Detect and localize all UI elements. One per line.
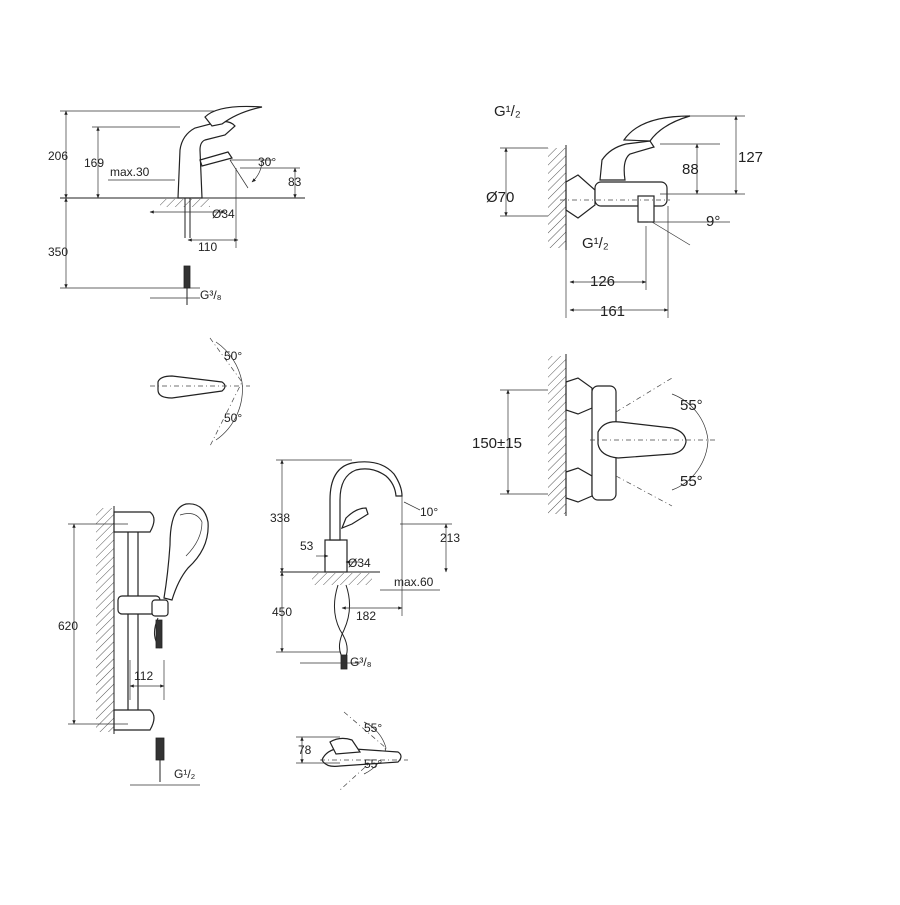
dim-angle-9: 9° — [706, 213, 720, 230]
lever-angle-50-bottom: 50° — [224, 411, 242, 425]
dim-max30: max.30 — [110, 165, 150, 179]
bath-lever-angle-55-bottom: 55° — [680, 473, 703, 490]
shower-connection-g12: G¹/₂ — [174, 767, 196, 781]
sink-lever-top-view: 78 55° 55° — [296, 711, 408, 791]
dim-angle-30: 30° — [258, 155, 276, 169]
sink-lever-angle-55-bottom: 55° — [364, 757, 382, 771]
dim-338: 338 — [270, 511, 290, 525]
basin-lever-top-view: 50° 50° — [150, 337, 250, 447]
dim-213: 213 — [440, 531, 460, 545]
sink-mixer-drawing: 338 10° 53 213 Ø34 max.60 450 182 G³/₈ — [270, 459, 460, 670]
dim-620: 620 — [58, 619, 78, 633]
dim-diameter-34: Ø34 — [212, 207, 235, 221]
dim-angle-10: 10° — [420, 505, 438, 519]
bath-connection-g12-mid: G¹/₂ — [582, 235, 609, 252]
lever-angle-50-top: 50° — [224, 349, 242, 363]
bath-lever-angle-55-top: 55° — [680, 397, 703, 414]
dim-350: 350 — [48, 245, 68, 259]
sink-lever-angle-55-top: 55° — [364, 721, 382, 735]
dim-126: 126 — [590, 273, 615, 290]
dim-diameter-70: Ø70 — [486, 189, 514, 206]
dim-182: 182 — [356, 609, 376, 623]
dim-161: 161 — [600, 303, 625, 320]
dim-169: 169 — [84, 156, 104, 170]
bath-mixer-drawing: G¹/₂ 127 88 Ø70 9° G¹/₂ 126 161 — [486, 103, 763, 320]
dim-110: 110 — [198, 240, 217, 254]
dim-53: 53 — [300, 539, 314, 553]
dim-112: 112 — [134, 669, 153, 683]
dim-450: 450 — [272, 605, 292, 619]
sink-dim-diameter-34: Ø34 — [348, 556, 371, 570]
shower-rail-drawing: 620 112 G¹/₂ — [58, 503, 209, 786]
dim-83: 83 — [288, 175, 302, 189]
basin-mixer-drawing: 206 169 max.30 30° 83 Ø34 110 350 G³/₈ — [48, 105, 305, 305]
dim-78: 78 — [298, 743, 312, 757]
dim-206: 206 — [48, 149, 68, 163]
dim-150-15: 150±15 — [472, 435, 522, 452]
sink-connection-g38: G³/₈ — [350, 655, 372, 669]
bath-mixer-front-view: 55° 55° 150±15 — [472, 354, 715, 516]
bath-connection-g12-top: G¹/₂ — [494, 103, 521, 120]
dim-88: 88 — [682, 161, 699, 178]
connection-g38: G³/₈ — [200, 288, 222, 302]
dim-max60: max.60 — [394, 575, 434, 589]
dim-127: 127 — [738, 149, 763, 166]
